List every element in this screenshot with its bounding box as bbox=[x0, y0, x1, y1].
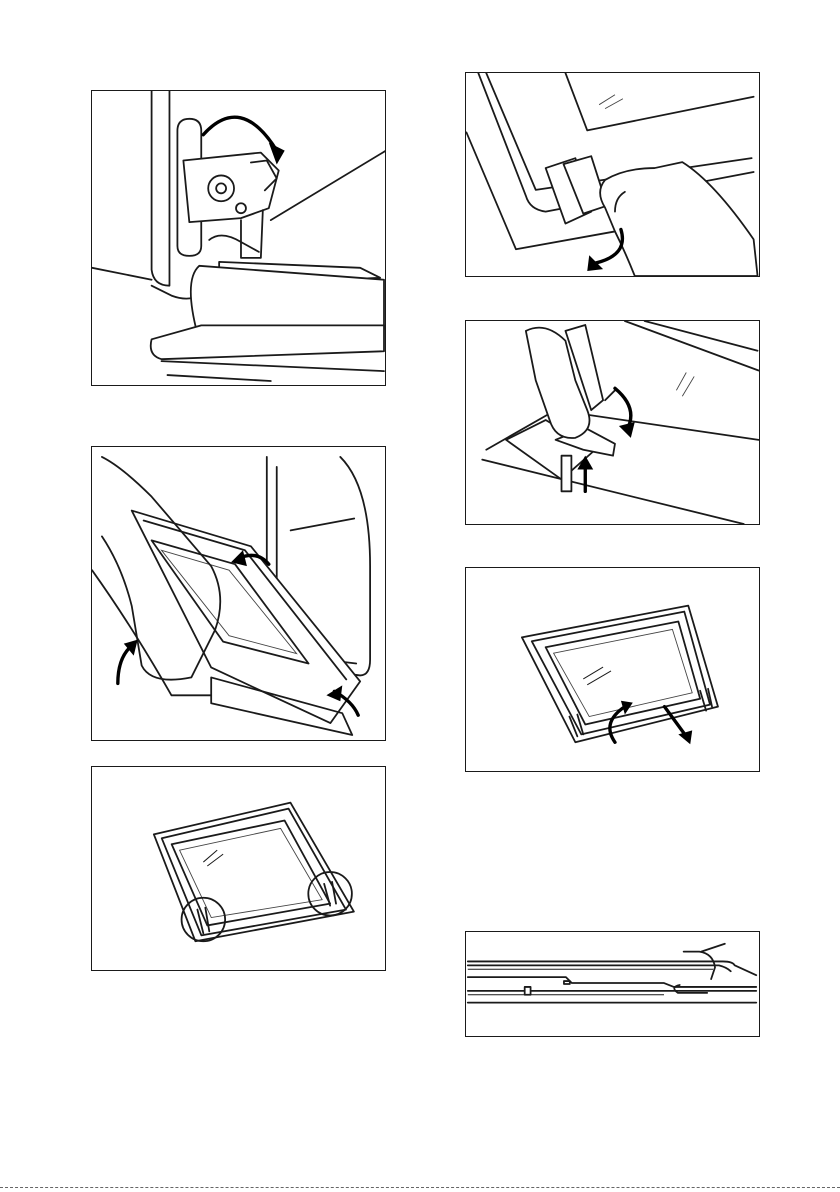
figure-glass-clip-release bbox=[465, 72, 760, 277]
door-lift-illustration bbox=[92, 447, 385, 740]
profile-detail-illustration bbox=[466, 932, 759, 1036]
page-bottom-dashed-rule bbox=[0, 1187, 840, 1188]
figure-glass-removal bbox=[465, 567, 760, 772]
figure-glass-clip-lift bbox=[465, 320, 760, 525]
hinge-illustration bbox=[92, 91, 385, 385]
clip-release-illustration bbox=[466, 73, 759, 276]
figure-glass-seat-detail bbox=[465, 931, 760, 1037]
door-flat-illustration bbox=[92, 767, 385, 970]
clip-lift-illustration bbox=[466, 321, 759, 524]
glass-removal-illustration bbox=[466, 568, 759, 771]
figure-door-lift bbox=[91, 446, 386, 741]
figure-hinge-lock bbox=[91, 90, 386, 386]
figure-door-flat-hinges bbox=[91, 766, 386, 971]
